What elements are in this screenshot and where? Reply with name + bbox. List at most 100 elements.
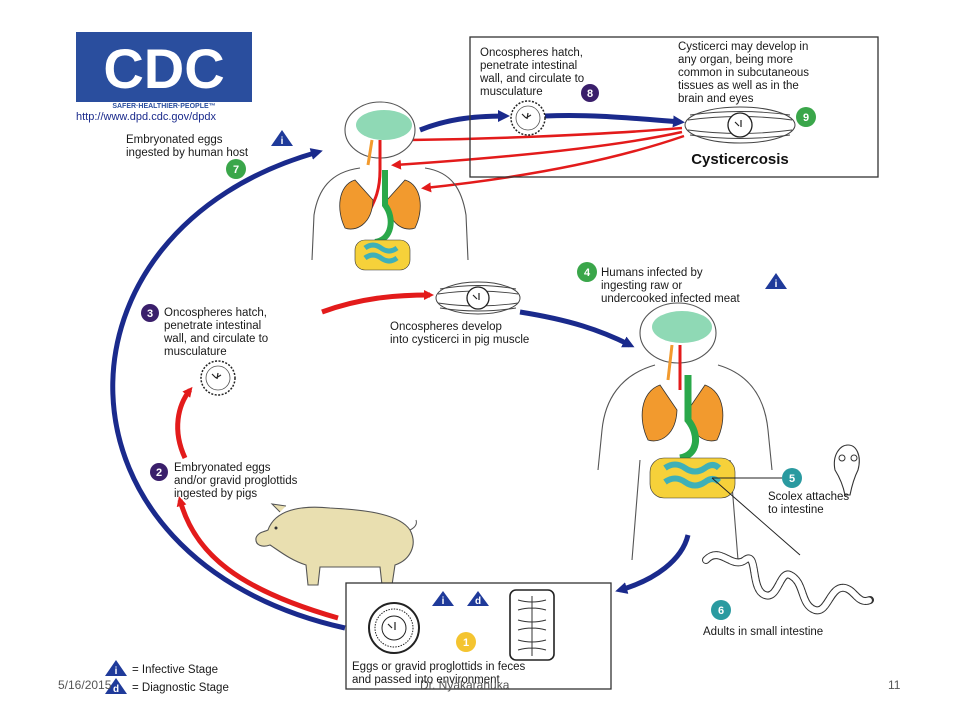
stage4-badge bbox=[577, 262, 597, 282]
svg-text:ingested by pigs: ingested by pigs bbox=[174, 488, 257, 500]
arrow-cysticerci-to-eyes bbox=[391, 130, 683, 170]
cysticercosis-box: Oncospheres hatch, penetrate intestinal … bbox=[469, 36, 879, 178]
cysticercus-muscle-icon bbox=[684, 106, 796, 144]
svg-text:d: d bbox=[113, 684, 119, 695]
svg-text:brain and eyes: brain and eyes bbox=[678, 93, 754, 105]
egg-icon bbox=[368, 602, 420, 654]
svg-text:7: 7 bbox=[233, 164, 239, 176]
diagnostic-icon: d bbox=[467, 591, 489, 607]
legend-infective-text: = Infective Stage bbox=[132, 664, 218, 676]
svg-text:to intestine: to intestine bbox=[768, 504, 824, 516]
arrow-oncosphere-to-cysticerci bbox=[544, 112, 685, 128]
svg-text:Oncospheres hatch,: Oncospheres hatch, bbox=[480, 47, 583, 59]
stomach-right bbox=[679, 375, 699, 462]
svg-text:4: 4 bbox=[584, 267, 591, 279]
stage7-label: Embryonated eggs ingested by human host … bbox=[126, 130, 293, 179]
cyst-pig-muscle bbox=[435, 281, 521, 315]
stage8-text: Oncospheres hatch, penetrate intestinal … bbox=[479, 47, 584, 98]
svg-text:Embryonated eggs: Embryonated eggs bbox=[174, 462, 271, 474]
legend-infective-icon: i bbox=[105, 660, 127, 677]
footer-date: 5/16/2015 bbox=[58, 678, 112, 692]
small-intestine-top bbox=[363, 242, 399, 264]
brain-top bbox=[356, 110, 412, 140]
svg-text:Scolex attaches: Scolex attaches bbox=[768, 491, 849, 503]
svg-text:i: i bbox=[442, 596, 445, 607]
stage1-box: i d 1 Eggs or gravid proglottids in fece… bbox=[345, 582, 612, 690]
svg-text:ingesting raw or: ingesting raw or bbox=[601, 280, 682, 292]
lung-left-top bbox=[339, 179, 374, 230]
info-icon: i bbox=[432, 591, 454, 607]
svg-text:Adults in small intestine: Adults in small intestine bbox=[703, 626, 823, 638]
cdc-logo: CDC SAFER·HEALTHIER·PEOPLE™ http://www.d… bbox=[76, 32, 252, 123]
svg-text:Embryonated eggs: Embryonated eggs bbox=[126, 134, 223, 146]
cysticercosis-frame bbox=[469, 36, 879, 178]
svg-text:i: i bbox=[775, 279, 778, 290]
stage7-badge bbox=[226, 159, 246, 179]
svg-text:musculature: musculature bbox=[480, 86, 543, 98]
large-intestine-top bbox=[354, 239, 411, 271]
legend: i = Infective Stage d = Diagnostic Stage bbox=[105, 660, 229, 695]
svg-text:any organ, being more: any organ, being more bbox=[678, 54, 793, 66]
svg-text:penetrate intestinal: penetrate intestinal bbox=[480, 60, 577, 72]
legend-diagnostic-icon: d bbox=[105, 678, 127, 695]
info-icon: i bbox=[271, 130, 293, 147]
cdc-logo-box bbox=[76, 32, 252, 102]
stage3-badge bbox=[141, 304, 159, 322]
svg-text:2: 2 bbox=[156, 467, 162, 479]
svg-text:i: i bbox=[281, 136, 284, 147]
stage1-badge bbox=[456, 632, 476, 652]
svg-text:6: 6 bbox=[718, 605, 724, 617]
stage3-label: 3 Oncospheres hatch, penetrate intestina… bbox=[141, 304, 268, 358]
svg-text:9: 9 bbox=[803, 112, 809, 124]
cdc-tagline: SAFER·HEALTHIER·PEOPLE™ bbox=[112, 103, 215, 110]
svg-text:Cysticerci may develop in: Cysticerci may develop in bbox=[678, 41, 808, 53]
arrow-pig-to-oncosphere bbox=[175, 386, 193, 460]
footer-page-number: 11 bbox=[888, 678, 901, 692]
svg-text:penetrate intestinal: penetrate intestinal bbox=[164, 320, 261, 332]
svg-text:3: 3 bbox=[147, 308, 153, 320]
proglottid-icon bbox=[509, 589, 555, 661]
stage2-badge bbox=[150, 463, 168, 481]
info-icon: i bbox=[765, 273, 787, 290]
svg-text:Eggs or gravid proglottids in: Eggs or gravid proglottids in feces bbox=[352, 661, 525, 673]
svg-text:d: d bbox=[475, 596, 481, 607]
lung-left-right bbox=[641, 384, 678, 442]
arrow-cysticerci-to-brain bbox=[386, 126, 683, 145]
svg-text:i: i bbox=[115, 666, 118, 677]
cdc-url: http://www.dpd.cdc.gov/dpdx bbox=[76, 111, 217, 123]
scolex-illustration bbox=[833, 444, 860, 496]
stage2-label: 2 Embryonated eggs and/or gravid proglot… bbox=[150, 462, 298, 500]
cdc-logo-text: CDC bbox=[103, 37, 224, 100]
stage6-badge bbox=[711, 600, 731, 620]
svg-text:undercooked infected meat: undercooked infected meat bbox=[601, 293, 741, 305]
svg-text:tissues as well as in the: tissues as well as in the bbox=[678, 80, 799, 92]
human-figure-right bbox=[597, 302, 801, 561]
stage5-badge bbox=[782, 468, 802, 488]
stage4-label: 4 Humans infected by ingesting raw or un… bbox=[577, 262, 787, 305]
brain-right bbox=[652, 311, 712, 343]
stage3b-label: Oncospheres develop into cysticerci in p… bbox=[390, 321, 529, 346]
stomach-top bbox=[374, 170, 394, 245]
arrow-eggs-to-human bbox=[110, 148, 346, 631]
svg-text:common in subcutaneous: common in subcutaneous bbox=[678, 67, 809, 79]
svg-text:Oncospheres hatch,: Oncospheres hatch, bbox=[164, 307, 267, 319]
arrow-cyst-to-human bbox=[519, 309, 635, 348]
stage9-text: Cysticerci may develop in any organ, bei… bbox=[678, 41, 809, 105]
arrow-cysticerci-to-tissue bbox=[421, 134, 685, 193]
svg-text:Humans infected by: Humans infected by bbox=[601, 267, 703, 279]
pointer-line-adults bbox=[711, 477, 801, 556]
stage5-label: 5 Scolex attaches to intestine bbox=[768, 468, 849, 516]
human-figure-top bbox=[311, 101, 469, 271]
stage6-label: 6 Adults in small intestine bbox=[703, 600, 823, 638]
svg-text:Oncospheres develop: Oncospheres develop bbox=[390, 321, 502, 333]
adult-tapeworm-illustration bbox=[702, 551, 874, 615]
svg-text:musculature: musculature bbox=[164, 346, 227, 358]
svg-text:8: 8 bbox=[587, 88, 593, 100]
svg-text:and passed into environment: and passed into environment bbox=[352, 674, 500, 686]
arrow-adult-to-eggs bbox=[615, 534, 691, 594]
svg-text:wall, and circulate to: wall, and circulate to bbox=[163, 333, 268, 345]
cysticercosis-title: Cysticercosis bbox=[691, 151, 789, 168]
svg-text:1: 1 bbox=[463, 637, 469, 649]
pig-illustration bbox=[255, 503, 417, 586]
